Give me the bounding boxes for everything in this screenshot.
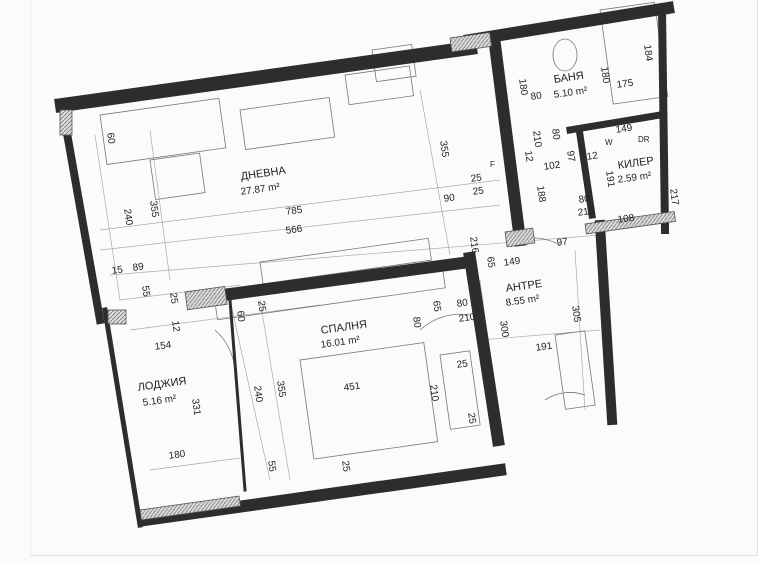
dimension: 305 xyxy=(569,305,583,324)
dimension: 80 xyxy=(549,128,562,141)
dimension: 12 xyxy=(522,150,535,163)
dimension: 149 xyxy=(503,255,522,269)
dimension: 240 xyxy=(121,208,135,227)
dimension: 15 xyxy=(111,264,124,277)
dimension: 90 xyxy=(443,192,456,205)
dimension: 180 xyxy=(168,448,187,462)
dimension: 80 xyxy=(578,193,591,206)
dimension: 65 xyxy=(484,256,497,269)
dimension: 97 xyxy=(556,236,569,249)
dimension: 55 xyxy=(265,460,278,473)
dimension: 80 xyxy=(530,90,543,103)
dimension: 108 xyxy=(617,212,636,226)
dimension: 89 xyxy=(132,261,145,274)
dimension: 217 xyxy=(667,188,681,207)
dimension: 785 xyxy=(285,204,304,218)
dimension: 300 xyxy=(497,320,511,339)
dimension: 25 xyxy=(465,412,478,425)
dimension: 25 xyxy=(255,300,268,313)
dimension: 210 xyxy=(530,130,544,149)
dimension: 191 xyxy=(603,170,617,189)
dimension: 12 xyxy=(586,150,599,163)
dimension: 25 xyxy=(472,185,485,198)
dimension: 97 xyxy=(564,150,577,163)
dimension: 180 xyxy=(516,78,530,97)
fixture-label-fridge: F xyxy=(490,160,495,169)
dimension: 154 xyxy=(154,339,173,353)
dimension: 102 xyxy=(543,159,562,173)
dimension: 210 xyxy=(577,205,596,219)
dimension: 355 xyxy=(437,140,451,159)
dimension: 451 xyxy=(343,380,362,394)
dimension: 80 xyxy=(456,297,469,310)
dimension: 25 xyxy=(456,358,469,371)
dimension: 210 xyxy=(458,311,477,325)
dimension: 175 xyxy=(616,77,635,91)
dimension: 25 xyxy=(167,292,180,305)
dimension: 216 xyxy=(467,236,481,255)
walls xyxy=(54,1,675,528)
dimension: 188 xyxy=(534,185,548,204)
dimension: 355 xyxy=(274,380,288,399)
dimension: 240 xyxy=(251,385,265,404)
dimension: 25 xyxy=(470,172,483,185)
dimension: 55 xyxy=(139,285,152,298)
hatched-walls xyxy=(59,31,676,521)
dimension: 12 xyxy=(169,320,182,333)
dimension: 65 xyxy=(430,300,443,313)
dimension: 60 xyxy=(234,310,247,323)
fixture-label-washer: W xyxy=(605,138,613,147)
dimension: 355 xyxy=(147,200,161,219)
dimension: 184 xyxy=(641,44,655,63)
dimension: 60 xyxy=(104,132,117,145)
dimension: 80 xyxy=(410,316,423,329)
dimension: 331 xyxy=(189,398,203,417)
dimension: 149 xyxy=(615,122,634,136)
dimension: 25 xyxy=(339,460,352,473)
fixture-label-dryer: DR xyxy=(638,135,650,144)
dimension: 210 xyxy=(427,384,441,403)
dimension: 180 xyxy=(598,66,612,85)
dimension: 191 xyxy=(535,340,554,354)
dimension: 566 xyxy=(285,223,304,237)
